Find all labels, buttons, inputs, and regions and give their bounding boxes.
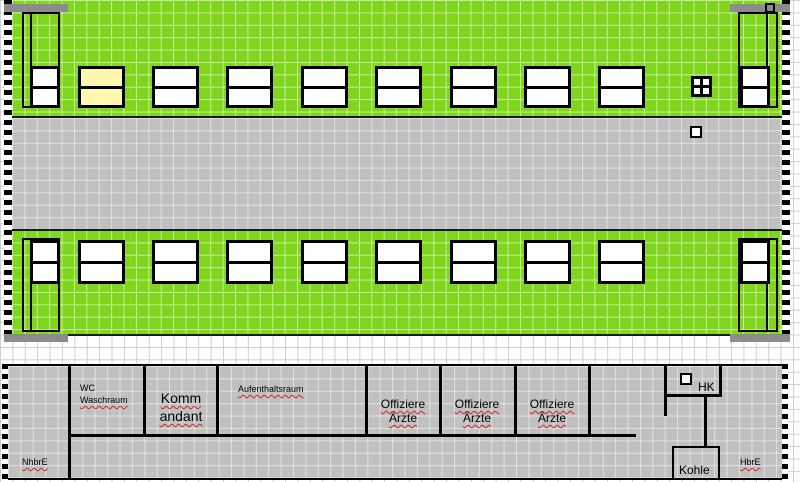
door-lower-right-jamb: [766, 240, 768, 330]
wing-bottom-edge: [12, 334, 782, 336]
wall-aufenthalt: [365, 364, 368, 436]
wall-hk-right: [719, 364, 722, 397]
bottom-right-cap: [730, 334, 790, 342]
door-lower-left: [22, 238, 60, 332]
window-upper-4: [301, 66, 348, 108]
door-upper-right-jamb: [766, 14, 768, 106]
right-rail: [782, 0, 790, 336]
window-lower-0: [30, 240, 60, 284]
window-lower-right: [740, 240, 770, 284]
top-left-cap: [4, 4, 68, 12]
label-kommandant-1: Komm: [160, 390, 202, 406]
window-lower-5: [375, 240, 422, 284]
window-lower-6: [450, 240, 497, 284]
label-aerzte-3: Ärzte: [537, 411, 566, 425]
door-lower-right: [738, 238, 778, 332]
upper-wing-top: [12, 0, 782, 116]
door-upper-left-jamb: [30, 14, 32, 106]
wall-offiziere-1: [439, 364, 442, 436]
wall-offiziere-3: [588, 364, 591, 436]
label-aerzte-2: Ärzte: [462, 411, 491, 425]
wall-hk-left: [664, 364, 667, 416]
label-wc: WC: [80, 383, 95, 393]
left-rail: [4, 0, 12, 336]
label-nhbre: NhbrE: [22, 457, 48, 467]
label-kommandant-2: andant: [159, 408, 203, 424]
window-upper-6: [450, 66, 497, 108]
window-lower-8: [598, 240, 645, 284]
bottom-left-cap: [4, 334, 68, 342]
hk-marker-icon: [680, 373, 692, 385]
window-lower-1: [78, 240, 125, 284]
window-upper-right: [740, 66, 770, 108]
wall-hk-bottom: [664, 394, 720, 397]
corridor-marker-icon: [690, 126, 702, 138]
label-offiziere-3: Offiziere: [529, 397, 575, 411]
corridor-top-edge: [12, 116, 782, 118]
lower-left-rail: [2, 364, 8, 480]
window-upper-2: [152, 66, 199, 108]
window-upper-highlighted: [78, 66, 125, 108]
wall-kohle-stem: [704, 396, 707, 446]
label-offiziere-2: Offiziere: [454, 397, 500, 411]
window-lower-2: [152, 240, 199, 284]
window-lower-3: [226, 240, 273, 284]
wall-nhbre: [68, 364, 71, 480]
label-waschraum: Waschraum: [80, 395, 128, 405]
label-hk: HK: [698, 380, 715, 394]
label-aufenthaltsraum: Aufenthaltsraum: [238, 384, 304, 394]
wall-wc: [143, 364, 146, 436]
wall-kommandant: [216, 364, 219, 436]
label-offiziere-1: Offiziere: [380, 397, 426, 411]
window-upper-0: [30, 66, 60, 108]
window-upper-3: [226, 66, 273, 108]
central-corridor: [12, 118, 782, 230]
room-kohle: [672, 446, 720, 480]
window-lower-4: [301, 240, 348, 284]
window-upper-5: [375, 66, 422, 108]
top-right-cap: [730, 4, 790, 12]
label-kohle: Kohle: [679, 463, 710, 477]
wall-corridor: [68, 434, 636, 437]
window-upper-8: [598, 66, 645, 108]
wall-offiziere-2: [514, 364, 517, 436]
door-lower-left-jamb: [30, 240, 32, 330]
label-aerzte-1: Ärzte: [388, 411, 417, 425]
cross-window-icon: [691, 76, 712, 97]
corridor-bottom-edge: [12, 229, 782, 231]
lower-building: [6, 364, 784, 480]
window-upper-7: [524, 66, 571, 108]
window-lower-7: [524, 240, 571, 284]
corner-post-icon: [765, 3, 775, 13]
lower-right-rail: [782, 364, 788, 480]
label-hbre: HbrE: [740, 457, 761, 467]
